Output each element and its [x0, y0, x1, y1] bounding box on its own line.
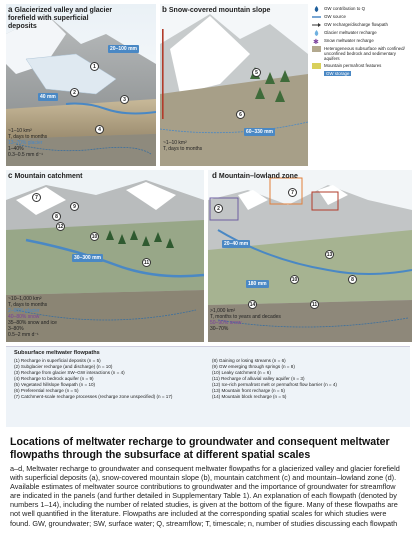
legend-item: Glacier meltwater recharge: [312, 30, 412, 36]
flowpath-table: Subsurface meltwater flowpaths (1) Recha…: [6, 346, 410, 427]
panel-d-stats: >1,000 km² T, months to years and decade…: [210, 308, 281, 332]
gw-contribution-icon: [312, 6, 321, 12]
stat-snow-ice: 35–80% snow and ice: [8, 320, 57, 326]
svg-text:✱: ✱: [313, 38, 319, 44]
stat-area: ~1–10 km²: [163, 140, 187, 146]
table-title: Subsurface meltwater flowpaths: [14, 350, 100, 356]
flowpath-number: 10: [90, 232, 99, 241]
stat-timescale: T, months to years and decades: [210, 314, 281, 320]
stat-glacier: 2–60% glacier: [8, 308, 40, 314]
permafrost-icon: [312, 63, 321, 69]
flowpath-number: 8: [348, 275, 357, 284]
table-row: (12) Ice-rich permafrost melt or permafr…: [212, 382, 337, 387]
table-row: (1) Recharge in superficial deposits (n …: [14, 358, 101, 363]
stat-rate: 0.3–0.5 mm d⁻¹: [8, 152, 43, 158]
panel-a-title-text: Glacierized valley and glacier forefield…: [8, 7, 113, 30]
callout-b-1: 60–330 mm: [244, 128, 275, 136]
flowpath-number: 5: [252, 68, 261, 77]
flowpath-number: 4: [95, 125, 104, 134]
panel-d-letter: d: [212, 171, 217, 180]
table-row: (7) Catchment-scale recharge processes (…: [14, 394, 173, 399]
table-row: (8) Gaining or losing streams (n = 6): [212, 358, 286, 363]
subsurface-icon: [312, 46, 321, 52]
panel-b-stats: ~1–10 km² T, days to months: [163, 140, 202, 152]
caption-body: a–d, Meltwater recharge to groundwater a…: [10, 464, 400, 528]
panel-c-letter: c: [8, 171, 13, 180]
flowpath-number: 1: [90, 62, 99, 71]
panel-d-title-text: Mountain–lowland zone: [218, 173, 298, 180]
flowpath-number: 2: [70, 88, 79, 97]
callout-d-2: 180 mm: [246, 280, 269, 288]
panel-c-stats: ~10–1,000 km² T, days to months 2–60% gl…: [8, 296, 57, 338]
table-row: (2) Subglacier recharge (and discharge) …: [14, 364, 113, 369]
table-row: (11) Recharge of alluvial valley aquifer…: [212, 376, 305, 381]
gw-recharge-icon: [312, 22, 321, 28]
panel-b-title-text: Snow-covered mountain slope: [168, 7, 271, 14]
stat-gw: 3–80%: [8, 326, 24, 332]
stat-snow: 40–80% snow: [8, 314, 40, 320]
table-row: (10) Leaky catchment (n = 6): [212, 370, 271, 375]
flowpath-number: 7: [288, 188, 297, 197]
flowpath-number: 8: [52, 212, 61, 221]
stat-gw: 30–70%: [210, 326, 229, 332]
figure-caption: Locations of meltwater recharge to groun…: [10, 436, 408, 528]
flowpath-number: 12: [56, 222, 65, 231]
snow-meltwater-icon: ✱: [312, 38, 321, 46]
flowpath-number: 3: [120, 95, 129, 104]
table-row: (6) Preferential recharge (n = 5): [14, 388, 79, 393]
stat-timescale: T, days to months: [163, 146, 203, 152]
flowpath-number: 9: [70, 202, 79, 211]
stat-snow: 50–90% snow: [210, 320, 242, 326]
table-row: (3) Recharge from glacier SW–GW interact…: [14, 370, 125, 375]
flowpath-number: 14: [248, 300, 257, 309]
gw-storage-icon: [312, 71, 321, 77]
panel-c-title-text: Mountain catchment: [14, 173, 83, 180]
stat-area: >1,000 km²: [210, 308, 236, 314]
table-column-left: (1) Recharge in superficial deposits (n …: [14, 358, 210, 400]
table-row: (4) Recharge to bedrock aquifer (n = 9): [14, 376, 94, 381]
callout-d-1: 20–40 mm: [222, 240, 251, 248]
legend-item: ✱Snow meltwater recharge: [312, 38, 374, 46]
legend-item: Mountain permafrost features: [312, 63, 412, 69]
callout-c-1: 30–300 mm: [72, 254, 103, 262]
legend-item: GW source: [312, 14, 412, 20]
stat-gw: 1–40%: [8, 146, 24, 152]
stat-timescale: T, days to months: [8, 302, 48, 308]
stat-glacier: 13–70% glacier: [8, 140, 43, 146]
legend: GW contribution to Q GW source GW rechar…: [312, 6, 412, 79]
legend-item: Heterogeneous subsurface with confined/ …: [312, 46, 412, 61]
callout-a-2: 40 mm: [38, 93, 58, 101]
stat-timescale: T, days to months: [8, 134, 48, 140]
table-row: (9) GW emerging through springs (n = 8): [212, 364, 295, 369]
flowpath-number: 13: [325, 250, 334, 259]
table-column-right: (8) Gaining or losing streams (n = 6) (9…: [212, 358, 408, 400]
glacier-meltwater-icon: [312, 30, 321, 36]
panel-a-stats: ~1–10 km² T, days to months 13–70% glaci…: [8, 128, 47, 158]
caption-title: Locations of meltwater recharge to groun…: [10, 436, 390, 461]
legend-item: GW storage: [312, 71, 412, 77]
table-row: (13) Mountain front recharge (n = 5): [212, 388, 285, 393]
stat-area: ~1–10 km²: [8, 128, 32, 134]
legend-item: GW recharge/discharge flowpath: [312, 22, 412, 28]
callout-a-1: 20–100 mm: [108, 45, 139, 53]
flowpath-number: 11: [310, 300, 319, 309]
stat-area: ~10–1,000 km²: [8, 296, 42, 302]
panel-a-letter: a: [8, 5, 13, 14]
flowpath-number: 7: [32, 193, 41, 202]
table-row: (5) Vegetated hillslope flowpath (n = 10…: [14, 382, 96, 387]
flowpath-number: 11: [142, 258, 151, 267]
table-row: (14) Mountain block recharge (n = 5): [212, 394, 287, 399]
panel-b-letter: b: [162, 5, 167, 14]
gw-source-icon: [312, 14, 321, 20]
flowpath-number: 6: [236, 110, 245, 119]
flowpath-number: 10: [290, 275, 299, 284]
stat-rate: 0.5–2 mm d⁻¹: [8, 332, 39, 338]
legend-item: GW contribution to Q: [312, 6, 412, 12]
flowpath-number: 2: [214, 204, 223, 213]
